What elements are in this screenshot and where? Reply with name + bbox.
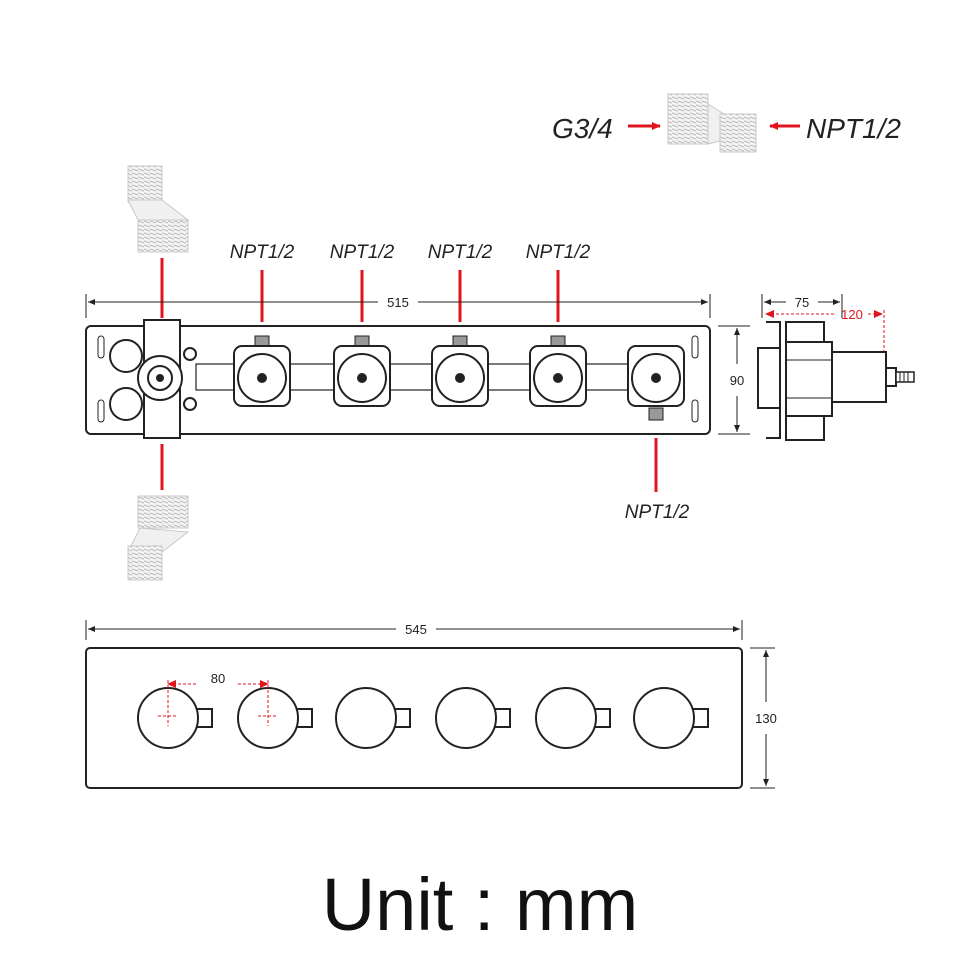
valve-port-5	[627, 345, 685, 421]
valve-port-1	[233, 335, 291, 407]
length-dimension: 515	[85, 294, 711, 318]
bottom-adapter-icon	[127, 495, 190, 581]
valve-body	[85, 319, 711, 439]
port-label-4: NPT1/2	[526, 242, 591, 263]
valve-port-3	[431, 335, 489, 407]
valve-port-4	[529, 335, 587, 407]
side-depth-dim-label: 75	[795, 295, 809, 310]
port-callouts: NPT1/2 NPT1/2 NPT1/2 NPT1/2	[230, 242, 591, 322]
side-view: 75 120	[757, 294, 915, 441]
trim-plate	[85, 647, 743, 789]
bottom-port-label: NPT1/2	[625, 502, 690, 523]
trim-height-dim-label: 130	[755, 711, 777, 726]
outlet-thread-label: NPT1/2	[806, 113, 901, 144]
handle-spacing-dimension: 80	[158, 671, 278, 726]
adapter-fitting-icon	[667, 93, 757, 153]
height-dim-label: 90	[730, 373, 744, 388]
port-label-2: NPT1/2	[330, 242, 395, 263]
port-label-3: NPT1/2	[428, 242, 493, 263]
adapter-legend: G3/4 NPT1/2	[552, 93, 901, 153]
handle-6	[633, 687, 709, 749]
inlet-thread-label: G3/4	[552, 113, 613, 144]
length-dim-label: 515	[387, 295, 409, 310]
top-adapter-icon	[127, 165, 190, 253]
valve-port-2	[333, 335, 391, 407]
mixer-cartridge	[109, 319, 197, 439]
height-dimension: 90	[718, 325, 750, 435]
handle-spacing-label: 80	[211, 671, 225, 686]
handle-5	[535, 687, 611, 749]
trim-width-dim-label: 545	[405, 622, 427, 637]
handle-3	[335, 687, 411, 749]
side-total-dim-label: 120	[841, 307, 863, 322]
trim-plate-view: 545 130	[85, 620, 777, 789]
handle-4	[435, 687, 511, 749]
port-label-1: NPT1/2	[230, 242, 295, 263]
unit-note: Unit : mm	[322, 863, 639, 946]
